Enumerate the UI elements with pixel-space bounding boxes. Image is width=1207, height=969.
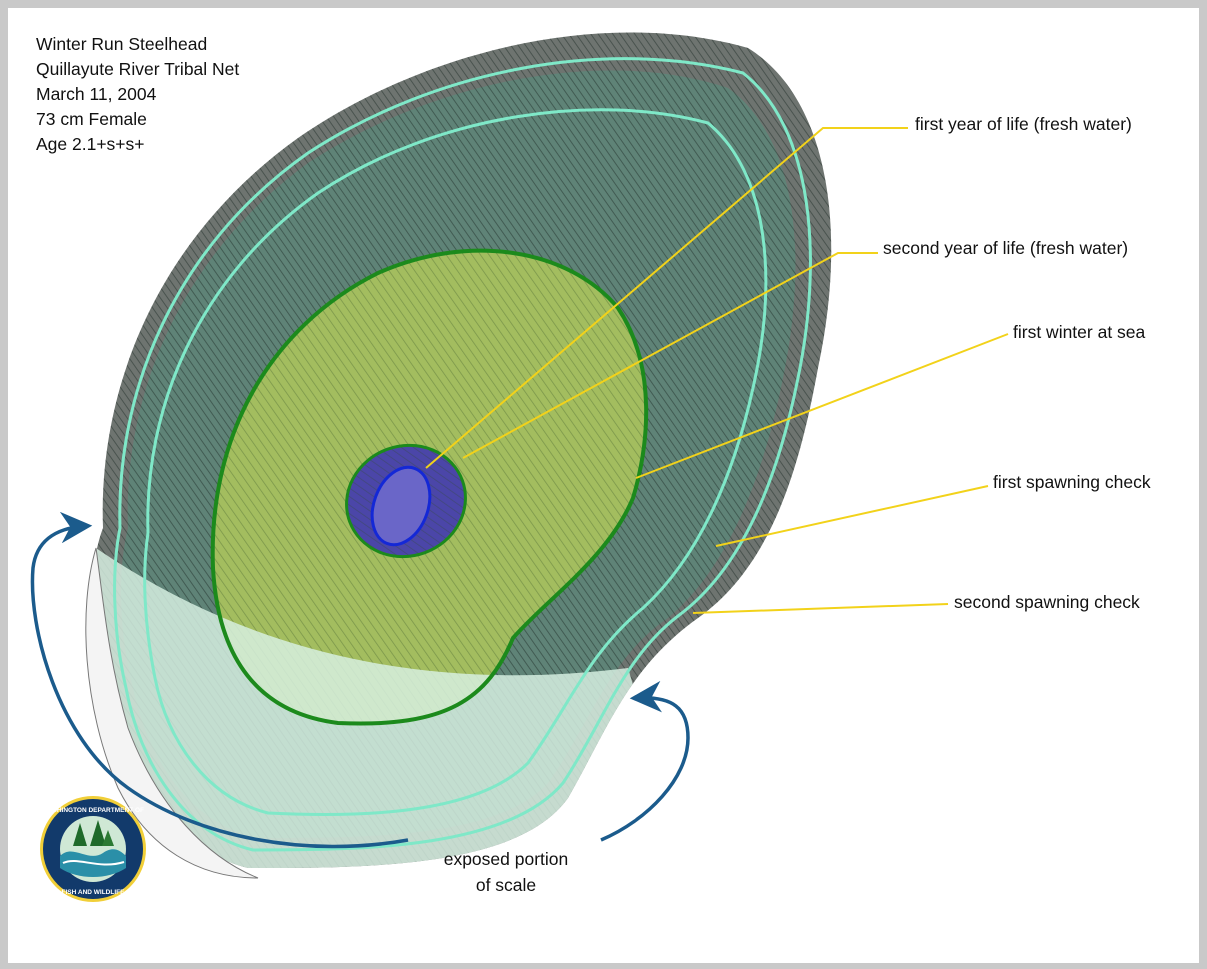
logo-bottom-text: FISH AND WILDLIFE <box>62 889 126 896</box>
label-exposed-portion: exposed portion of scale <box>406 846 606 898</box>
leader-second-spawning <box>693 604 948 613</box>
label-second-year: second year of life (fresh water) <box>883 238 1128 259</box>
caption-line-date: March 11, 2004 <box>36 82 239 107</box>
caption-line-location: Quillayute River Tribal Net <box>36 57 239 82</box>
caption-line-age: Age 2.1+s+s+ <box>36 132 239 157</box>
label-first-winter: first winter at sea <box>1013 322 1145 343</box>
label-exposed-line1: exposed portion <box>406 846 606 872</box>
exposed-arrow-right <box>601 698 688 840</box>
label-first-year: first year of life (fresh water) <box>915 114 1132 135</box>
label-exposed-line2: of scale <box>406 872 606 898</box>
caption-line-size-sex: 73 cm Female <box>36 107 239 132</box>
label-second-spawning: second spawning check <box>954 592 1140 613</box>
logo-top-text: WASHINGTON DEPARTMENT OF <box>42 807 144 814</box>
wdfw-logo: WASHINGTON DEPARTMENT OF FISH AND WILDLI… <box>40 796 146 902</box>
label-first-spawning: first spawning check <box>993 472 1151 493</box>
figure-frame: WASHINGTON DEPARTMENT OF FISH AND WILDLI… <box>8 8 1199 963</box>
caption-line-species: Winter Run Steelhead <box>36 32 239 57</box>
specimen-caption: Winter Run Steelhead Quillayute River Tr… <box>36 32 239 157</box>
